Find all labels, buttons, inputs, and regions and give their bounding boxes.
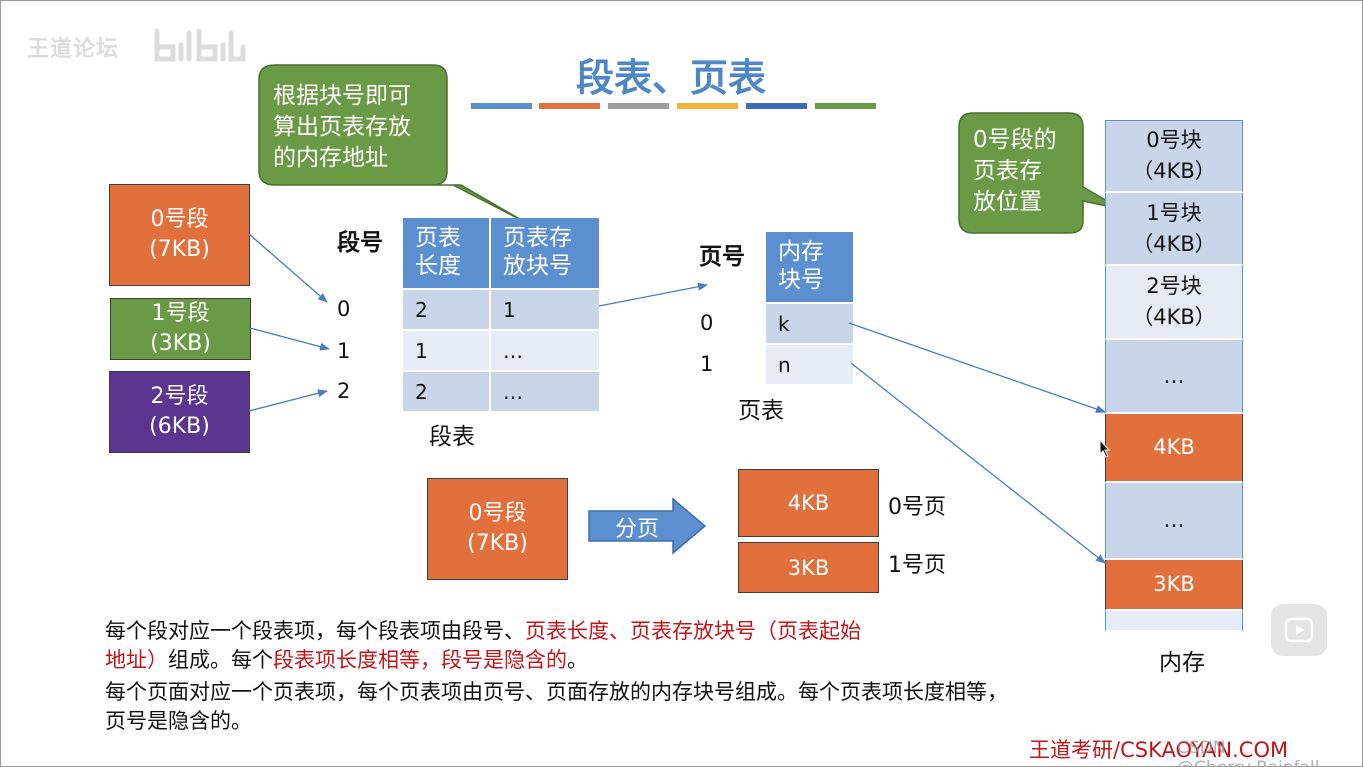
split-arrow bbox=[588, 497, 707, 555]
desc-text: 组成。每个 bbox=[168, 648, 273, 672]
footer-brand: 王道考研/CSKAOYAN.COM bbox=[1029, 738, 1289, 762]
bilibili-logo bbox=[151, 27, 247, 63]
desc-highlight: 地址） bbox=[105, 648, 168, 672]
callout-left-shape bbox=[258, 64, 524, 222]
segment-number-header: 段号 bbox=[337, 230, 383, 256]
segment-label: 2号段 (6KB) bbox=[149, 384, 210, 439]
page-title: 段表、页表 bbox=[575, 56, 766, 100]
memory-block: 4KB bbox=[1105, 414, 1243, 483]
page-row-num: 1 bbox=[700, 352, 714, 376]
page-size-label: 4KB bbox=[787, 491, 830, 515]
segment-2-box: 2号段 (6KB) bbox=[109, 371, 250, 453]
segment-table-cell: … bbox=[491, 331, 599, 370]
title-bar-2 bbox=[539, 103, 600, 109]
page-row-num: 0 bbox=[700, 311, 714, 335]
title-bar-6 bbox=[815, 103, 876, 109]
segment-row-num: 2 bbox=[337, 379, 351, 403]
callout-right-text: 0号段的 页表存 放位置 bbox=[973, 127, 1057, 215]
memory-block: 0号块 （4KB） bbox=[1105, 120, 1243, 193]
page-table-cell: n bbox=[766, 345, 853, 384]
watermark-logo: 王道论坛 bbox=[27, 37, 120, 62]
page-size-label: 3KB bbox=[787, 555, 830, 580]
segment-1-box: 1号段 (3KB) bbox=[110, 298, 251, 360]
callout-right-shape bbox=[958, 112, 1122, 234]
title-bar-1 bbox=[471, 103, 532, 109]
segment-table-cell: 1 bbox=[491, 290, 599, 329]
split-arrow-label: 分页 bbox=[615, 517, 660, 542]
description-line-1: 每个段对应一个段表项，每个段表项由段号、页表长度、页表存放块号（页表起始 bbox=[105, 617, 861, 646]
arrow-n-memory bbox=[850, 362, 1106, 564]
arrow-seg0 bbox=[248, 233, 328, 303]
segment-label: 1号段 (3KB) bbox=[150, 301, 211, 356]
segment-label: 0号段 (7KB) bbox=[149, 207, 210, 262]
page-1-box: 3KB bbox=[738, 542, 879, 593]
memory-block bbox=[1105, 611, 1243, 632]
split-segment-box: 0号段 (7KB) bbox=[427, 478, 568, 580]
memory-block: … bbox=[1105, 340, 1243, 414]
desc-highlight: 段表项长度相等，段号是隐含的 bbox=[273, 648, 567, 672]
mouse-cursor-icon bbox=[1099, 439, 1111, 458]
footer-watermark: CSDN @Cherry·Rainfall bbox=[1177, 738, 1319, 766]
segment-row-num: 0 bbox=[337, 297, 351, 321]
desc-text: 每个段对应一个段表项，每个段表项由段号、 bbox=[105, 619, 525, 643]
page-0-label: 0号页 bbox=[888, 495, 946, 520]
segment-table-caption: 段表 bbox=[429, 424, 475, 450]
segment-row-num: 1 bbox=[337, 339, 351, 363]
page-1-label: 1号页 bbox=[888, 553, 946, 578]
memory-block: 2号块 （4KB） bbox=[1105, 266, 1243, 340]
memory-block: … bbox=[1105, 483, 1243, 560]
play-icon bbox=[1284, 617, 1314, 643]
page-table-header-block: 内存 块号 bbox=[766, 232, 853, 302]
description-para-2: 每个页面对应一个页表项，每个页表项由页号、页面存放的内存块号组成。每个页表项长度… bbox=[105, 680, 1008, 733]
arrow-k-memory bbox=[848, 322, 1106, 413]
memory-block: 1号块 （4KB） bbox=[1105, 193, 1243, 266]
callout-left-text: 根据块号即可 算出页表存放 的内存地址 bbox=[273, 83, 411, 171]
page-table-caption: 页表 bbox=[738, 398, 784, 424]
arrow-seg1 bbox=[249, 327, 330, 351]
desc-text: 。 bbox=[567, 648, 588, 672]
segment-table-cell: … bbox=[491, 372, 599, 411]
arrow-segtable-pagetable bbox=[598, 282, 708, 307]
play-button[interactable] bbox=[1271, 604, 1327, 656]
memory-block: 3KB bbox=[1105, 560, 1243, 611]
segment-table-cell: 2 bbox=[403, 372, 489, 411]
arrow-seg2 bbox=[248, 389, 328, 412]
title-bar-5 bbox=[746, 103, 807, 109]
segment-table-cell: 1 bbox=[403, 331, 489, 370]
segment-0-box: 0号段 (7KB) bbox=[109, 184, 250, 286]
segment-table-cell: 2 bbox=[403, 290, 489, 329]
page-0-box: 4KB bbox=[738, 469, 879, 537]
title-bar-3 bbox=[608, 103, 669, 109]
memory-caption: 内存 bbox=[1159, 650, 1205, 676]
title-bar-4 bbox=[677, 103, 738, 109]
description-line-2: 地址）组成。每个段表项长度相等，段号是隐含的。 bbox=[105, 646, 588, 675]
desc-highlight: 页表长度、页表存放块号（页表起始 bbox=[525, 619, 861, 643]
split-segment-label: 0号段 (7KB) bbox=[467, 501, 528, 556]
page-table-cell: k bbox=[766, 304, 853, 343]
segment-table-header-length: 页表 长度 bbox=[403, 218, 489, 288]
page-number-header: 页号 bbox=[699, 244, 745, 270]
segment-table-header-block: 页表存 放块号 bbox=[491, 218, 599, 288]
